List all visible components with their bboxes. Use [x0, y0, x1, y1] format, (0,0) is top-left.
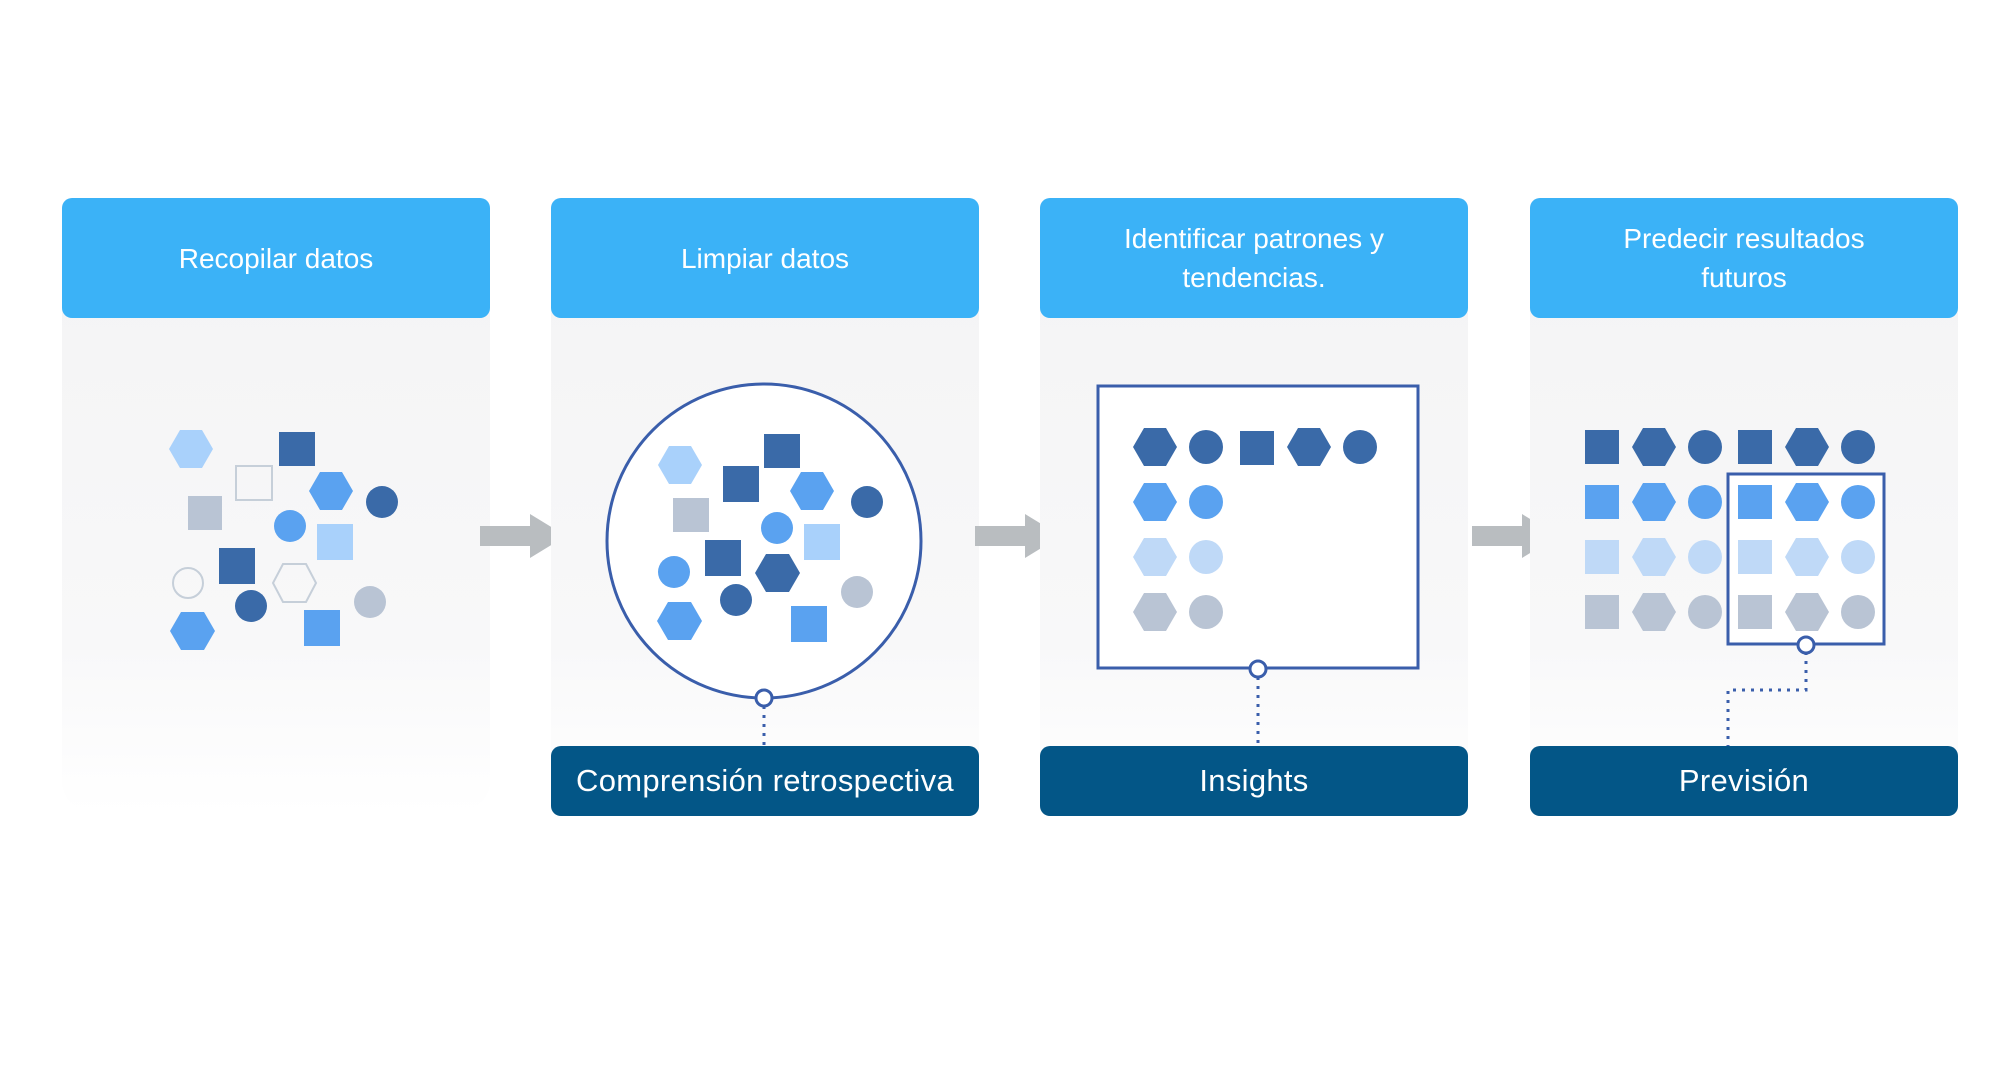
- circle-shape: [354, 586, 386, 618]
- circle-shape: [274, 510, 306, 542]
- square-shape: [317, 524, 353, 560]
- square-shape: [764, 434, 800, 468]
- hexagon-shape: [1133, 428, 1177, 466]
- selection-circle: [605, 382, 923, 700]
- circle-shape: [1189, 540, 1223, 574]
- circle-shape: [1688, 485, 1722, 519]
- circle-shape: [1688, 540, 1722, 574]
- circle-outline-shape: [172, 567, 204, 599]
- step-title: Predecir resultados futuros: [1530, 198, 1958, 318]
- square-shape: [279, 432, 315, 466]
- square-shape: [219, 548, 255, 584]
- circle-shape: [1189, 595, 1223, 629]
- hexagon-shape: [658, 446, 702, 484]
- hexagon-shape: [1785, 483, 1829, 521]
- step-card-collect: Recopilar datos: [62, 198, 490, 813]
- hexagon-shape: [1133, 593, 1177, 631]
- prediction-grid-illustration: [1585, 428, 1886, 746]
- square-shape: [1585, 485, 1619, 519]
- step-title: Recopilar datos: [62, 198, 490, 318]
- circle-shape: [1189, 430, 1223, 464]
- step-card-predict: Predecir resultados futuros: [1530, 198, 1958, 816]
- hexagon-shape: [790, 472, 834, 510]
- square-shape: [1738, 595, 1772, 629]
- hexagon-shape: [1133, 483, 1177, 521]
- hexagon-shape: [309, 472, 353, 510]
- hexagon-outline-shape: [271, 563, 318, 603]
- circle-shape: [1189, 485, 1223, 519]
- circle-shape: [1841, 485, 1875, 519]
- hexagon-shape: [1785, 428, 1829, 466]
- hexagon-shape: [170, 612, 215, 650]
- hexagon-shape: [657, 602, 702, 640]
- square-shape: [304, 610, 340, 646]
- hexagon-shape: [1632, 538, 1676, 576]
- circle-shape: [1688, 430, 1722, 464]
- circle-shape: [1688, 595, 1722, 629]
- square-shape: [1585, 540, 1619, 574]
- square-shape: [1240, 431, 1274, 465]
- circle-shape: [851, 486, 883, 518]
- circle-shape: [1841, 595, 1875, 629]
- square-shape: [1585, 430, 1619, 464]
- circle-shape: [1841, 430, 1875, 464]
- step-title: Identificar patrones y tendencias.: [1040, 198, 1468, 318]
- hexagon-shape: [1632, 428, 1676, 466]
- connector-node: [1248, 659, 1268, 679]
- step-output: Previsión: [1530, 746, 1958, 816]
- square-shape: [1738, 430, 1772, 464]
- hexagon-shape: [1785, 593, 1829, 631]
- step-output: Insights: [1040, 746, 1468, 816]
- step-output: Comprensión retrospectiva: [551, 746, 979, 816]
- hexagon-shape: [1632, 593, 1676, 631]
- connector-node: [754, 688, 774, 708]
- square-shape: [791, 606, 827, 642]
- circle-shape: [1343, 430, 1377, 464]
- hexagon-shape: [1133, 538, 1177, 576]
- circle-shape: [761, 512, 793, 544]
- square-shape: [1738, 485, 1772, 519]
- hexagon-shape: [1287, 428, 1331, 466]
- circle-shape: [658, 556, 690, 588]
- clean-data-illustration: [605, 382, 923, 746]
- circle-shape: [841, 576, 873, 608]
- square-shape: [804, 524, 840, 560]
- square-shape: [188, 496, 222, 530]
- arrow-right-icon: [480, 514, 566, 558]
- card-body: [62, 258, 490, 813]
- circle-shape: [366, 486, 398, 518]
- square-shape: [1738, 540, 1772, 574]
- circle-shape: [235, 590, 267, 622]
- hexagon-shape: [1785, 538, 1829, 576]
- square-shape: [673, 498, 709, 532]
- connector-line: [1726, 652, 1808, 746]
- patterns-grid-illustration: [1096, 384, 1420, 746]
- square-shape: [1585, 595, 1619, 629]
- square-shape: [705, 540, 741, 576]
- connector-node: [1796, 635, 1816, 655]
- circle-shape: [1841, 540, 1875, 574]
- hexagon-shape: [1632, 483, 1676, 521]
- step-card-clean: Limpiar datos Comprensión retrospectiva: [551, 198, 979, 816]
- circle-shape: [720, 584, 752, 616]
- hexagon-shape: [755, 554, 800, 592]
- scattered-data-illustration: [169, 430, 398, 650]
- square-outline-shape: [235, 465, 273, 501]
- step-card-patterns: Identificar patrones y tendencias. Insig…: [1040, 198, 1468, 816]
- hexagon-shape: [169, 430, 213, 468]
- step-title: Limpiar datos: [551, 198, 979, 318]
- square-shape: [723, 466, 759, 502]
